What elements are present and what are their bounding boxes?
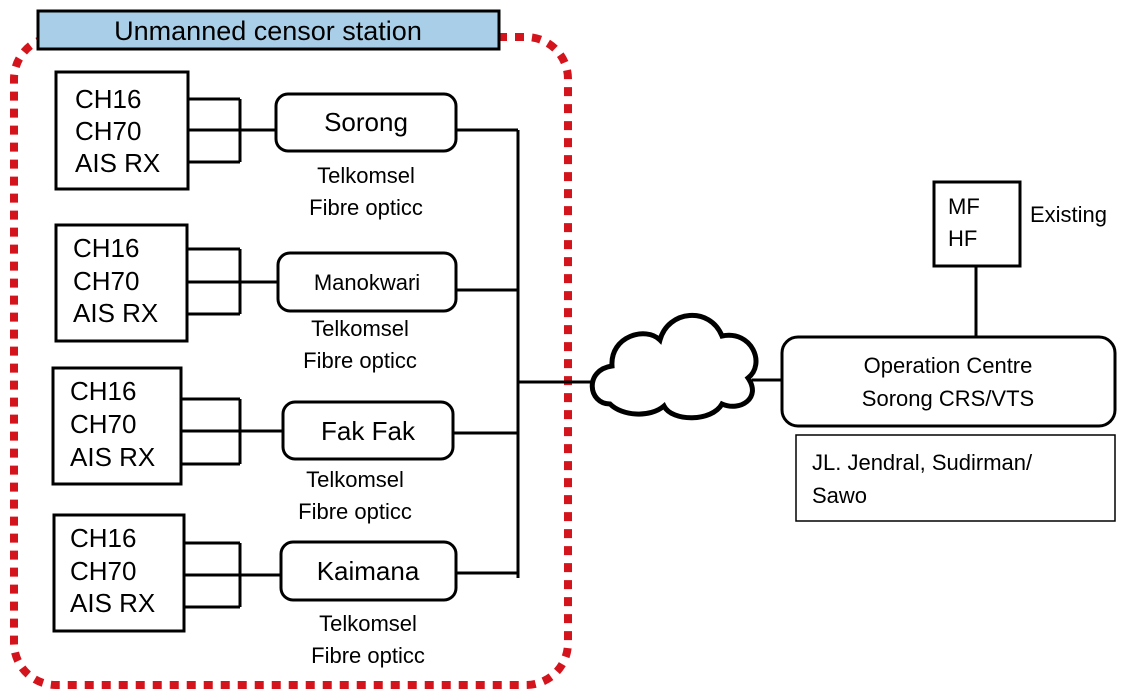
station-node (276, 251, 458, 313)
channel-label: AIS RX (70, 588, 155, 618)
station-group: CH16 CH70 AIS RX Fak Fak Telkomsel Fibre… (51, 366, 518, 524)
title-label: Unmanned censor station (114, 16, 422, 46)
station-name: Kaimana (317, 556, 420, 586)
channel-box (54, 70, 190, 191)
channel-label: CH70 (73, 266, 139, 296)
link-medium-label: Fibre opticc (298, 499, 412, 524)
operation-centre-sublabel: Sorong CRS/VTS (862, 386, 1034, 411)
station-node (279, 540, 458, 602)
link-medium-label: Fibre opticc (311, 643, 425, 668)
channel-box (54, 223, 189, 343)
mfhf-box (932, 180, 1022, 268)
station-group: CH16 CH70 AIS RX Manokwari Telkomsel Fib… (54, 223, 518, 373)
cloud-icon (589, 312, 759, 421)
title-box-frame (36, 9, 501, 51)
mfhf-label: HF (948, 226, 977, 251)
link-type-label: Telkomsel (319, 611, 417, 636)
link-type-label: Telkomsel (306, 467, 404, 492)
link-medium-label: Fibre opticc (303, 348, 417, 373)
channel-label: AIS RX (75, 148, 160, 178)
station-node (281, 400, 455, 461)
channel-label: AIS RX (70, 442, 155, 472)
channel-label: CH70 (75, 116, 141, 146)
address-line: Sawo (812, 483, 867, 508)
channel-box (51, 366, 183, 486)
channel-connector (187, 247, 278, 316)
link-type-label: Telkomsel (311, 316, 409, 341)
channel-box (52, 513, 186, 633)
backbone-bus (516, 130, 592, 578)
channel-label: CH70 (70, 556, 136, 586)
channel-label: CH16 (75, 84, 141, 114)
link-medium-label: Fibre opticc (309, 195, 423, 220)
channel-label: CH16 (73, 233, 139, 263)
station-name: Sorong (324, 107, 408, 137)
channel-label: AIS RX (73, 298, 158, 328)
operation-centre-label: Operation Centre (864, 353, 1033, 378)
link-type-label: Telkomsel (317, 163, 415, 188)
title-box: Unmanned censor station (36, 9, 501, 51)
unmanned-station-boundary (10, 33, 572, 689)
channel-connector (184, 541, 281, 609)
station-name: Manokwari (314, 270, 420, 295)
channel-label: CH16 (70, 376, 136, 406)
address-line: JL. Jendral, Sudirman/ (812, 450, 1033, 475)
operation-centre-box (780, 335, 1117, 428)
channel-connector (181, 397, 283, 466)
station-node (274, 92, 458, 153)
address-box (795, 434, 1116, 522)
existing-note: Existing (1030, 202, 1107, 227)
channel-label: CH70 (70, 409, 136, 439)
station-group: CH16 CH70 AIS RX Kaimana Telkomsel Fibre… (52, 513, 518, 668)
channel-label: CH16 (70, 523, 136, 553)
channel-connector (188, 97, 276, 164)
station-group: CH16 CH70 AIS RX Sorong Telkomsel Fibre … (54, 70, 518, 220)
station-name: Fak Fak (321, 416, 416, 446)
mfhf-label: MF (948, 194, 980, 219)
